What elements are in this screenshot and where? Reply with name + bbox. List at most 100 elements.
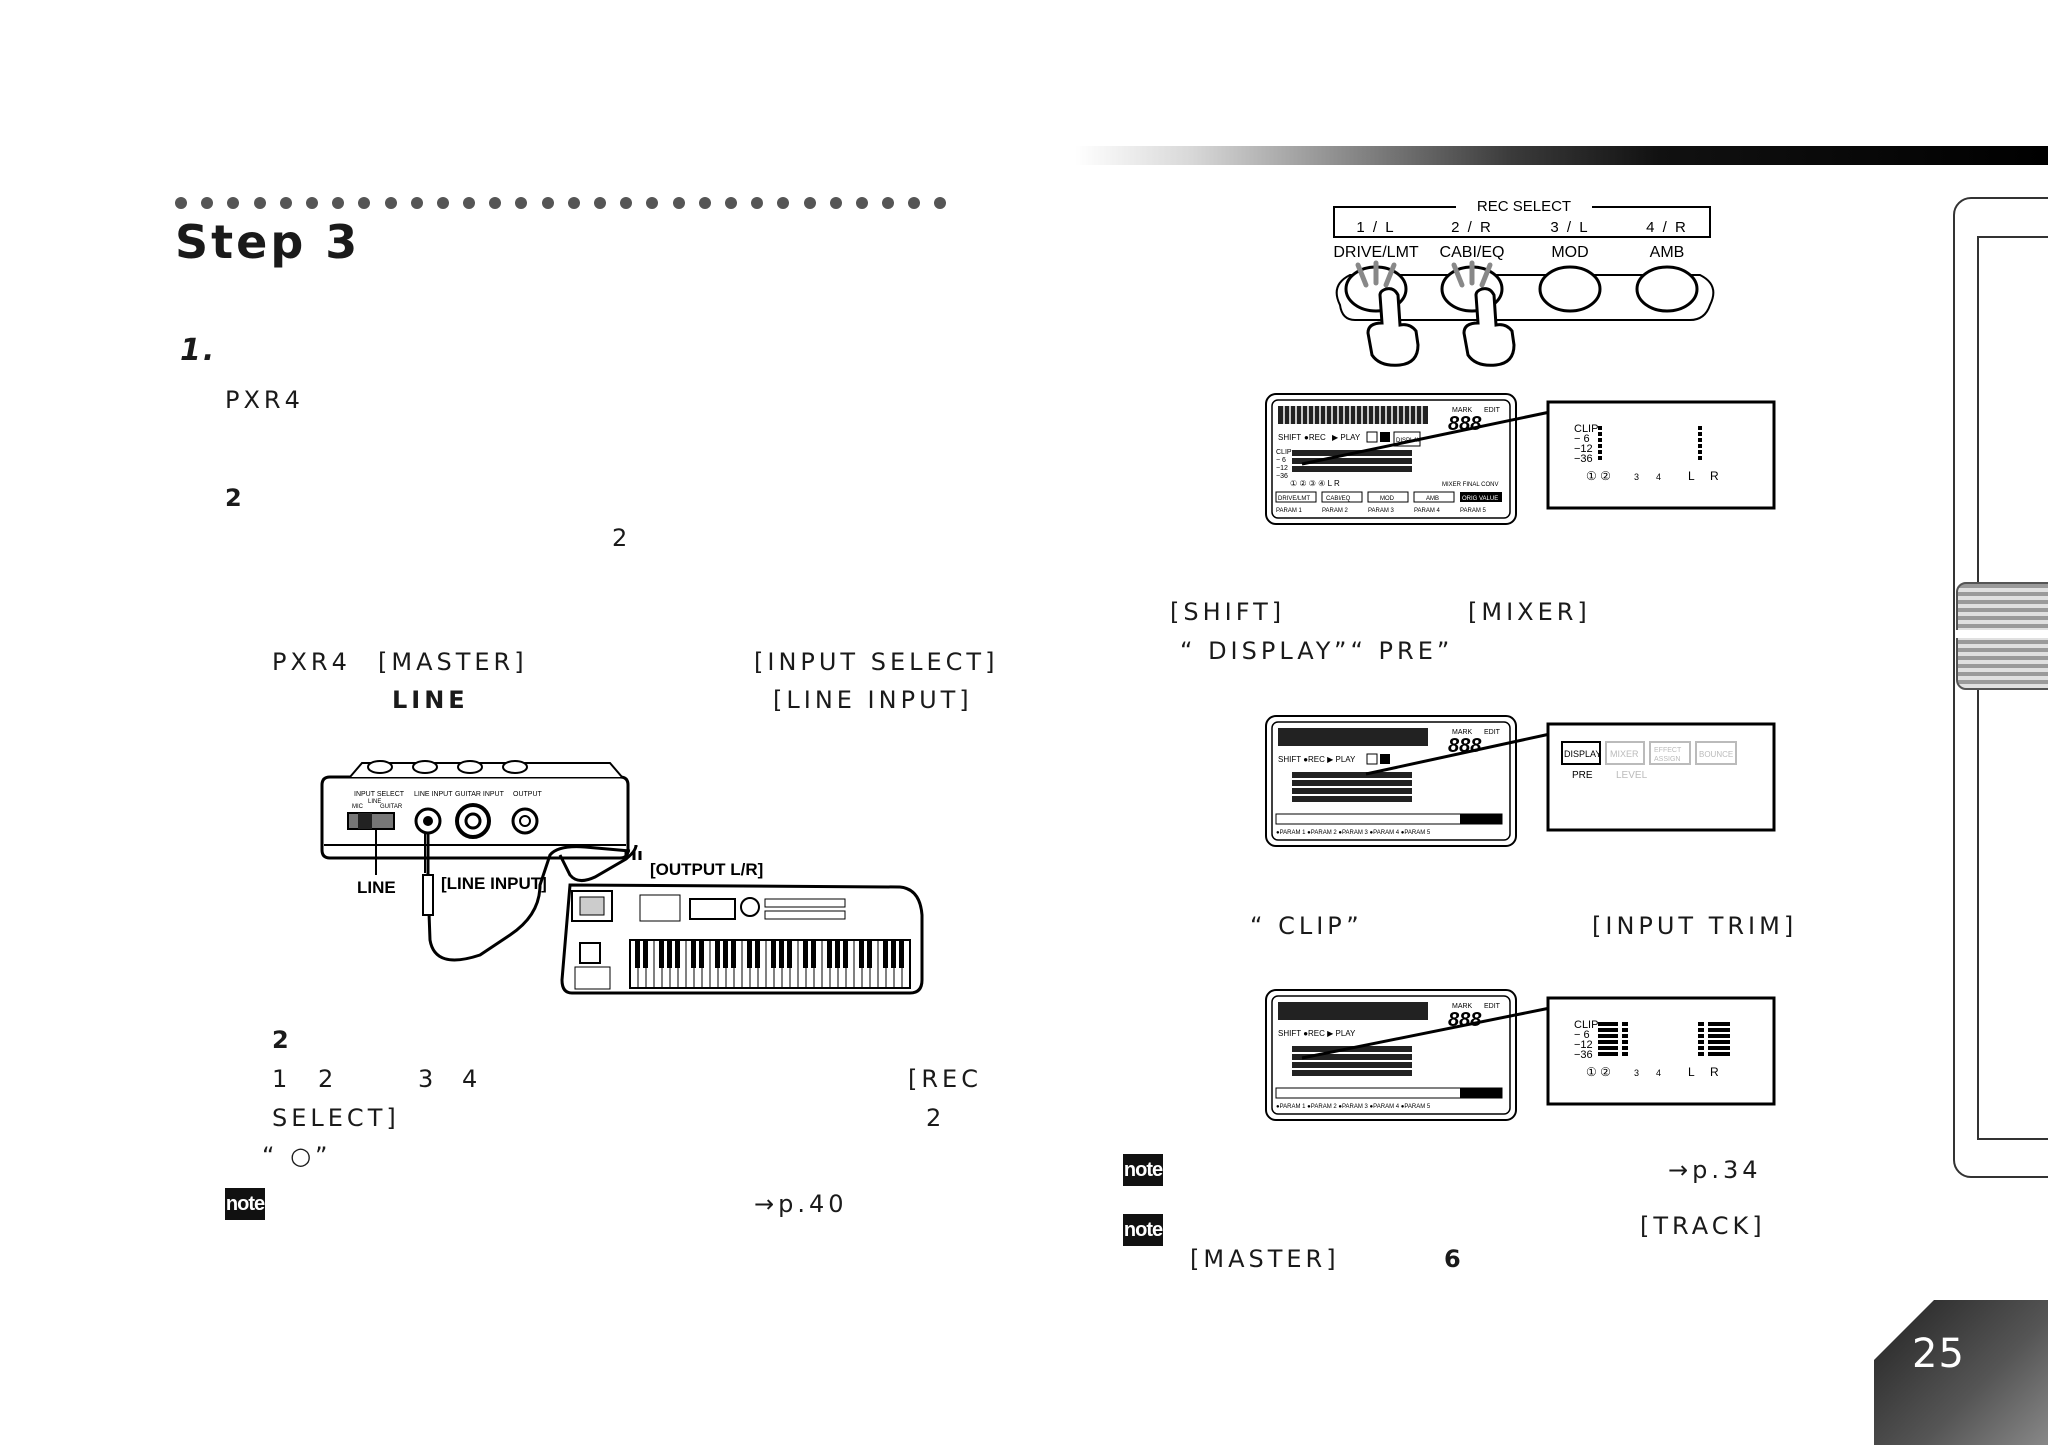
svg-text:2 / R: 2 / R <box>1451 219 1493 236</box>
right-note2-six: 6 <box>1444 1245 1465 1273</box>
svg-text:− 6: − 6 <box>1276 457 1286 464</box>
step-title: Step 3 <box>175 215 361 269</box>
svg-text:SHIFT ●REC ▶ PLAY: SHIFT ●REC ▶ PLAY <box>1278 1029 1356 1038</box>
right-text-mixer: [MIXER] <box>1468 598 1591 626</box>
svg-text:1 / L: 1 / L <box>1356 219 1395 236</box>
svg-text:CABI/EQ: CABI/EQ <box>1326 496 1351 502</box>
svg-text:ASSIGN: ASSIGN <box>1654 756 1680 763</box>
svg-text:− 6: − 6 <box>1574 1029 1590 1041</box>
svg-text:MOD: MOD <box>1380 496 1395 502</box>
svg-text:●REC: ●REC <box>1304 433 1326 442</box>
svg-text:PARAM 3: PARAM 3 <box>1368 508 1395 514</box>
lcd-display-1: MARK EDIT 888 SHIFT ●REC ▶ PLAY DISPLAY … <box>1265 393 1776 525</box>
svg-text:① ②: ① ② <box>1586 469 1611 483</box>
svg-text:4 / R: 4 / R <box>1646 219 1688 236</box>
left-text-select: SELECT] <box>272 1104 400 1132</box>
svg-text:R: R <box>1710 1065 1719 1079</box>
diagram-label-line: LINE <box>357 878 396 897</box>
header-gradient-bar <box>1075 146 2048 165</box>
svg-text:SHIFT: SHIFT <box>1278 433 1301 442</box>
right-text-shift: [SHIFT] <box>1170 598 1286 626</box>
svg-text:MIXER FINAL CONV: MIXER FINAL CONV <box>1442 482 1498 488</box>
svg-text:L: L <box>1688 1065 1695 1079</box>
svg-text:DISPLAY: DISPLAY <box>1564 749 1601 759</box>
svg-text:−36: −36 <box>1574 1049 1593 1061</box>
svg-text:MARK: MARK <box>1452 1003 1473 1010</box>
svg-text:●PARAM 1 ●PARAM 2 ●PARAM 3: ●PARAM 1 ●PARAM 2 ●PARAM 3 ●PARAM 4 ●PAR… <box>1276 830 1431 836</box>
note-icon: note <box>1123 1214 1163 1246</box>
svg-text:4: 4 <box>1656 1068 1661 1078</box>
svg-text:LINE INPUT: LINE INPUT <box>414 791 453 798</box>
note-icon: note <box>1123 1154 1163 1186</box>
left-text-line-input: [LINE INPUT] <box>773 686 973 714</box>
svg-text:BOUNCE: BOUNCE <box>1699 750 1733 759</box>
svg-text:MIXER: MIXER <box>1610 749 1639 759</box>
svg-text:GUITAR: GUITAR <box>380 804 403 810</box>
svg-text:−12: −12 <box>1574 443 1593 455</box>
svg-text:−36: −36 <box>1276 473 1288 480</box>
svg-text:PARAM 1: PARAM 1 <box>1276 508 1303 514</box>
rec-select-title: REC SELECT <box>1477 198 1571 215</box>
svg-text:LINE: LINE <box>368 799 381 805</box>
svg-text:MARK: MARK <box>1452 729 1473 736</box>
svg-text:AMB: AMB <box>1426 496 1439 502</box>
keyboard-synth <box>560 883 924 995</box>
svg-text:CLIP: CLIP <box>1574 423 1598 435</box>
right-note1-ref: →p.34 <box>1668 1156 1762 1184</box>
svg-text:PARAM 4: PARAM 4 <box>1414 508 1441 514</box>
left-text-4: 4 <box>462 1065 482 1093</box>
svg-text:−12: −12 <box>1574 1039 1593 1051</box>
rec-select-panel: REC SELECT 1 / L 2 / R 3 / L 4 / R DRIVE… <box>1333 198 1715 367</box>
svg-text:EDIT: EDIT <box>1484 1003 1501 1010</box>
svg-text:L: L <box>1688 469 1695 483</box>
svg-text:AMB: AMB <box>1650 244 1685 261</box>
left-text-3: 3 <box>418 1065 438 1093</box>
left-text-2b: 2 <box>612 524 632 552</box>
left-text-input-select: [INPUT SELECT] <box>754 648 999 676</box>
svg-text:DRIVE/LMT: DRIVE/LMT <box>1333 244 1419 261</box>
svg-text:GUITAR INPUT: GUITAR INPUT <box>455 791 505 798</box>
svg-text:INPUT SELECT: INPUT SELECT <box>354 791 405 798</box>
left-text-quote-circle: “ ○” <box>262 1142 332 1170</box>
svg-text:EDIT: EDIT <box>1484 407 1501 414</box>
svg-text:LEVEL: LEVEL <box>1616 770 1648 781</box>
left-text-rec: [REC <box>908 1065 982 1093</box>
svg-text:OUTPUT: OUTPUT <box>513 791 543 798</box>
svg-text:CABI/EQ: CABI/EQ <box>1440 244 1505 261</box>
left-text-pxr4-b: PXR4 <box>272 648 351 676</box>
dot-divider <box>175 197 975 211</box>
right-text-display-pre: “ DISPLAY”“ PRE” <box>1180 637 1454 665</box>
right-note2-track: [TRACK] <box>1640 1212 1766 1240</box>
svg-text:− 6: − 6 <box>1574 433 1590 445</box>
chapter-tab-divider <box>1956 630 2048 638</box>
svg-text:DRIVE/LMT: DRIVE/LMT <box>1278 496 1310 502</box>
svg-text:PARAM 5: PARAM 5 <box>1460 508 1487 514</box>
svg-text:−36: −36 <box>1574 453 1593 465</box>
note-icon: note <box>225 1188 265 1220</box>
left-text-pxr4: PXR4 <box>225 386 304 414</box>
left-text-1: 1 <box>272 1065 292 1093</box>
right-text-clip: “ CLIP” <box>1250 912 1363 940</box>
svg-text:ORIG VALUE: ORIG VALUE <box>1462 496 1498 502</box>
svg-text:R: R <box>1710 469 1719 483</box>
left-text-2d: 2 <box>318 1065 338 1093</box>
svg-text:① ②: ① ② <box>1586 1065 1611 1079</box>
svg-text:SHIFT ●REC ▶ PLAY: SHIFT ●REC ▶ PLAY <box>1278 755 1356 764</box>
svg-text:CLIP: CLIP <box>1276 449 1292 456</box>
svg-text:EDIT: EDIT <box>1484 729 1501 736</box>
svg-text:MARK: MARK <box>1452 407 1473 414</box>
recorder-device: INPUT SELECT LINE INPUT GUITAR INPUT OUT… <box>320 760 630 860</box>
left-text-2e: 2 <box>926 1104 946 1132</box>
svg-text:EFFECT: EFFECT <box>1654 747 1682 754</box>
svg-text:CLIP: CLIP <box>1574 1019 1598 1031</box>
svg-text:4: 4 <box>1656 472 1661 482</box>
diagram-label-output: [OUTPUT L/R] <box>650 860 763 879</box>
svg-text:−12: −12 <box>1276 465 1288 472</box>
svg-text:3: 3 <box>1634 472 1639 482</box>
svg-text:PRE: PRE <box>1572 770 1593 781</box>
right-note2-master: [MASTER] <box>1190 1245 1340 1273</box>
connection-diagram: INPUT SELECT LINE INPUT GUITAR INPUT OUT… <box>320 760 924 995</box>
item-number: 1. <box>180 333 217 368</box>
